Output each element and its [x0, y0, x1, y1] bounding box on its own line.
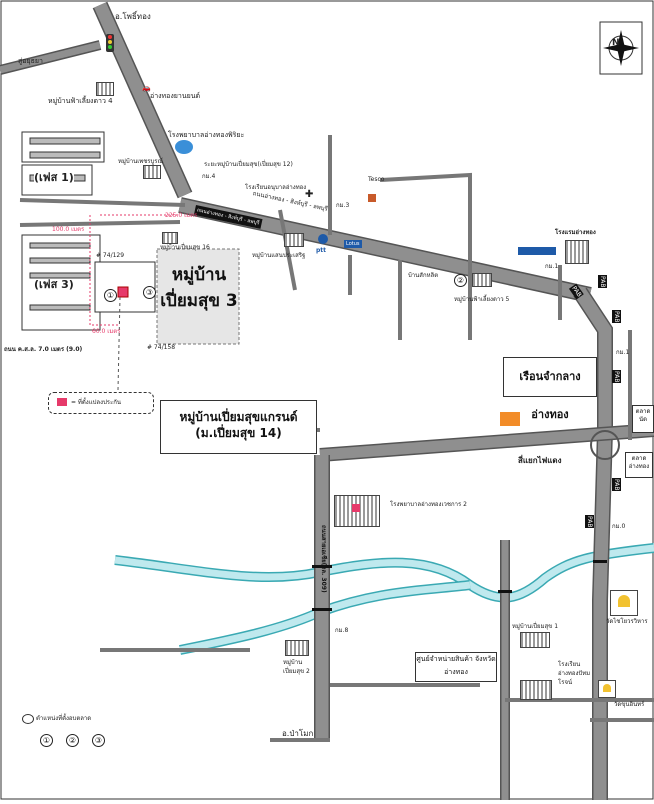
- road-sign-right-6: PAB: [585, 515, 594, 529]
- village-5-icon: [472, 273, 492, 287]
- grand-village-title: หมู่บ้านเปี่ยมสุขแกรนด์: [179, 410, 298, 424]
- label-dist-60: 60.0 เมตร: [92, 328, 121, 335]
- label-village-sidam: หมู่บ้านเปี่ยมสุข 16: [160, 244, 210, 251]
- label-village-phaisan: หมู่บ้านเพชรบูรณ์: [118, 158, 164, 165]
- hotel-building-icon: [565, 240, 589, 264]
- label-phiamsuk12: ระยะหมู่บ้านเปี่ยมสุข(เปี่ยมสุข 12): [204, 161, 293, 168]
- road-sign-right-3: PAB: [612, 310, 621, 324]
- legend-area-text: = ที่ตั้งแปลงประกัน: [71, 399, 121, 406]
- village-2-icon: [285, 640, 309, 656]
- label-moo4: กม.4: [202, 173, 216, 180]
- circle-marker-2: ②: [454, 274, 467, 287]
- tesco-icon: [368, 194, 376, 202]
- label-road-309: ถนนสายเอเชีย(ทล. 309): [320, 525, 327, 593]
- ptt-icon: [318, 234, 328, 244]
- label-moo3: กม.3: [336, 202, 350, 209]
- legend-area-box: = ที่ตั้งแปลงประกัน: [48, 392, 154, 414]
- village-saensuk-icon: [284, 233, 304, 247]
- distance-lines: [89, 214, 180, 326]
- label-tesco: Tesco: [368, 176, 385, 183]
- label-moo0: กม.0: [612, 523, 626, 530]
- hotel-sign-icon: [518, 247, 556, 255]
- plus-icon: ✚: [305, 189, 314, 200]
- label-moo1-top: กม.1: [545, 263, 559, 270]
- village-pak-icon: [520, 632, 550, 648]
- village-zone: [156, 248, 240, 345]
- circle-marker-3: ③: [143, 286, 156, 299]
- main-village-label: หมู่บ้าน เปี่ยมสุข 3: [160, 265, 238, 311]
- label-to-bottom: อ.ป่าโมก: [282, 729, 314, 738]
- grand-village-box: หมู่บ้านเปี่ยมสุขแกรนด์ (ม.เปี่ยมสุข 14): [160, 400, 317, 454]
- river: [114, 543, 654, 655]
- temple1-icon: [610, 590, 638, 616]
- label-hospital: โรงพยาบาลอ่างทองพิริยะ: [168, 131, 245, 139]
- label-village-pak: หมู่บ้านเปี่ยมสุข 1: [512, 623, 559, 630]
- label-to-top-left: สู่อยุธยา: [18, 57, 43, 65]
- label-car-shop: อ่างทองยานยนต์: [150, 92, 201, 100]
- bridge-marker-4: [593, 560, 607, 563]
- label-lot-74-129: # 74/129: [96, 252, 125, 259]
- label-school2: โรงเรียนอ่างทองปัทมโรจน์: [558, 661, 591, 686]
- label-pho-thong: อ.โพธิ์ทอง: [115, 12, 151, 21]
- label-lotus: Lotus: [344, 240, 362, 248]
- label-traffic-light: สี่แยกไฟแดง: [518, 456, 562, 465]
- car-icon: 🚗: [142, 84, 151, 92]
- bridge-marker-2: [312, 608, 332, 611]
- plot-highlight: [117, 286, 129, 298]
- road-sign-right-1: PAB: [598, 275, 607, 289]
- school2-icon: [520, 680, 552, 700]
- village-phaisan-icon: [143, 165, 161, 179]
- hospital-logo-icon: [175, 140, 193, 154]
- label-ptt: ptt: [316, 247, 327, 254]
- legend-title: ตำแหน่งที่ตั้งอบตลาด: [36, 715, 92, 722]
- market-box: ตลาด นัด: [632, 405, 654, 433]
- hospital2-cross-icon: [352, 504, 360, 512]
- circle-marker-1: ①: [104, 289, 117, 302]
- label-village-4: หมู่บ้านฟ้าเลี้ยงดาว 4: [48, 97, 113, 105]
- village-icon: [96, 82, 114, 96]
- road-sign-right-5: PAB: [612, 478, 621, 492]
- label-hospital2: โรงพยาบาลอ่างทองเวชการ 2: [390, 501, 467, 508]
- legend-swatch: [57, 398, 67, 406]
- label-moo1: กม.1: [616, 349, 630, 356]
- compass-north: N: [612, 38, 620, 48]
- grand-village-sub: (ม.เปี่ยมสุข 14): [195, 426, 282, 440]
- shopping-center-box: ศูนย์จำหน่ายสินค้า จังหวัดอ่างทอง: [415, 652, 497, 682]
- traffic-light-icon: [106, 34, 114, 52]
- legend-circle-2: ②: [66, 734, 79, 747]
- road-sign-right-4: PAB: [612, 370, 621, 384]
- village-sidam-icon: [162, 232, 178, 244]
- legend: ตำแหน่งที่ตั้งอบตลาด ① ② ③: [22, 712, 152, 752]
- bridge-marker-3: [498, 590, 512, 593]
- legend-circle-1: ①: [40, 734, 53, 747]
- label-village-saensuk: หมู่บ้านแสนประเสริฐ: [252, 252, 306, 259]
- legend-marker-icon: [22, 714, 34, 724]
- label-dist-100: 100.0 เมตร: [52, 226, 85, 233]
- label-phase1: (เฟส 1): [34, 171, 74, 184]
- temple2-icon: [598, 680, 616, 698]
- legend-circle-3: ③: [92, 734, 105, 747]
- label-temple1: วัดไชโยวรวิหาร: [606, 618, 648, 625]
- label-road-width: ถนน ค.ส.ล. 7.0 เมตร (9.0): [4, 346, 83, 353]
- label-lot-74-158: # 74/158: [147, 344, 176, 351]
- label-village-2: หมู่บ้าน เปี่ยมสุข 2: [283, 659, 310, 675]
- roundabout: [590, 430, 620, 460]
- label-hotel: โรงแรมอ่างทอง: [555, 229, 596, 236]
- label-moo8: กม.8: [335, 627, 349, 634]
- label-ban-sak: บ้านสักหลิต: [408, 272, 439, 279]
- label-village-5: หมู่บ้านฟ้าเลี้ยงดาว 5: [454, 296, 510, 303]
- label-dist-225: 225.0 เมตร: [165, 212, 198, 219]
- label-temple2: วัดขุนอินทร์: [614, 701, 645, 708]
- label-phase3: (เฟส 3): [34, 278, 74, 291]
- label-school: โรงเรียนอนุบาลอ่างทอง: [245, 184, 307, 191]
- orange-sign-icon: [500, 412, 520, 426]
- city-boat-box: เรือนจำกลางอ่างทอง: [503, 357, 597, 421]
- bridge-marker-1: [312, 565, 332, 568]
- market2-box: ตลาด อ่างทอง: [625, 452, 653, 478]
